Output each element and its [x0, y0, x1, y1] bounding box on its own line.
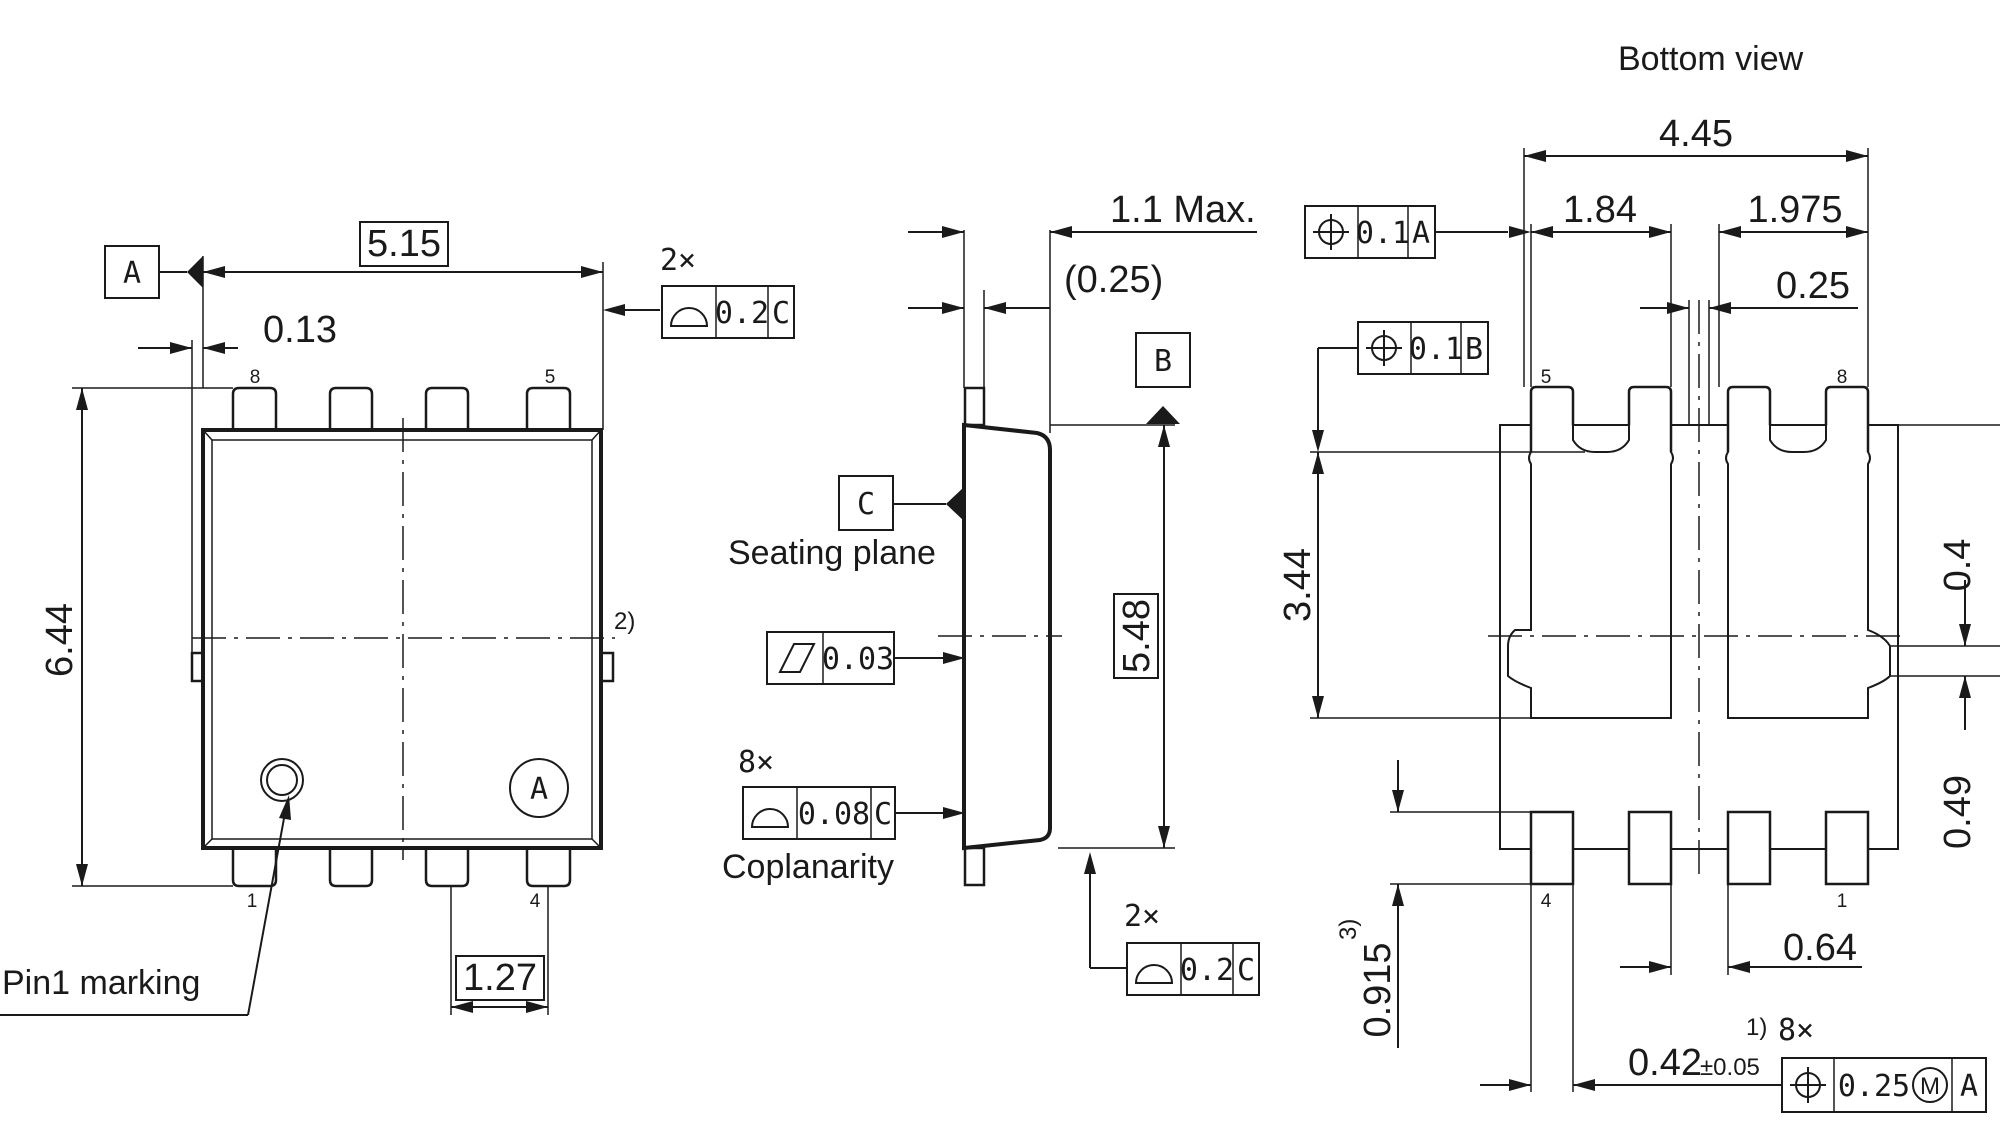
exposed-pad-left — [1507, 425, 1674, 719]
bv-lead-8 — [1824, 385, 1870, 452]
dim-1-27-box — [455, 955, 545, 1001]
dim-0-42: 0.42 — [1628, 1042, 1702, 1084]
bv-lead-4 — [1529, 810, 1575, 886]
bv-pin-number-4: 4 — [1541, 891, 1552, 912]
dim-0-49: 0.49 — [1937, 775, 1979, 849]
package-body-inner — [211, 439, 593, 840]
datum-ref-a-lead: A — [1960, 1069, 1978, 1104]
dim-1-27: 1.27 — [463, 957, 537, 999]
flatness-icon — [778, 643, 816, 673]
pin1-mark-inner — [266, 764, 298, 796]
bottom-view-title: Bottom view — [1618, 40, 1804, 78]
pin1-mark-outer — [260, 758, 304, 802]
bv-lead-6 — [1627, 385, 1673, 452]
dim-0-915: 0.915 — [1357, 942, 1399, 1037]
body-marking-letter: A — [530, 772, 548, 807]
side-lead-top — [963, 386, 986, 427]
dim-6-44: 6.44 — [39, 603, 81, 677]
bv-lead-3 — [1627, 810, 1673, 886]
tol-flatness-0-03: 0.03 — [822, 642, 894, 677]
dim-1-1-max: 1.1 Max. — [1110, 189, 1256, 231]
datum-b-label: B — [1154, 344, 1172, 379]
note-1: 1) — [1746, 1014, 1767, 1041]
tol-position-0-1-a: 0.1 — [1356, 216, 1410, 251]
datum-c-box — [838, 475, 894, 531]
tol-frame-flatness — [766, 631, 895, 685]
body-marking-circle — [509, 758, 569, 818]
dim-5-48: 5.48 — [1116, 599, 1158, 673]
dim-0-25-gap: 0.25 — [1776, 265, 1850, 307]
note-3: 3) — [1335, 919, 1362, 940]
tol-position-0-1-b: 0.1 — [1409, 332, 1463, 367]
count-8x-lead: 8× — [1778, 1013, 1814, 1048]
dim-1-975: 1.975 — [1747, 189, 1842, 231]
top-lead-1 — [231, 845, 278, 888]
dim-0-13: 0.13 — [263, 309, 337, 351]
bv-lead-5 — [1529, 385, 1575, 452]
count-2x-top: 2× — [660, 243, 696, 278]
bottom-view: Bottom view 5 8 4 1 4.45 — [1277, 40, 2000, 1113]
side-view: 1.1 Max. (0.25) B 5.48 C Seating plane 0… — [722, 189, 1260, 996]
profile-surface-icon-coplan — [750, 808, 790, 828]
side-lead-bottom — [963, 846, 986, 887]
pin-number-8: 8 — [250, 367, 261, 388]
tol-frame-profile-top — [661, 285, 795, 339]
seating-plane-label: Seating plane — [728, 534, 936, 572]
dim-1-84: 1.84 — [1563, 189, 1637, 231]
dim-0-64: 0.64 — [1783, 927, 1857, 969]
dim-0-42-tolerance: ±0.05 — [1700, 1054, 1760, 1081]
tol-frame-profile-bottom — [1126, 942, 1260, 996]
exposed-pad-right — [1725, 425, 1891, 719]
top-lead-2 — [328, 845, 374, 888]
tol-profile-0-2-bottom: 0.2 — [1180, 953, 1234, 988]
dim-0-25-ref: (0.25) — [1064, 259, 1163, 301]
top-lead-3 — [424, 845, 470, 888]
count-2x-bottom: 2× — [1124, 899, 1160, 934]
top-lead-6 — [424, 386, 470, 430]
tol-frame-coplanarity — [742, 786, 896, 840]
top-view: A 8 5 1 4 A 5.15 0.13 6.44 — [0, 221, 795, 1016]
bv-lead-2 — [1726, 810, 1772, 886]
bv-pin-number-5: 5 — [1541, 367, 1552, 388]
count-8x-coplanarity: 8× — [738, 745, 774, 780]
top-lead-4 — [525, 845, 572, 888]
dim-5-15-box — [359, 221, 449, 267]
bv-pin-number-1: 1 — [1837, 891, 1848, 912]
dim-5-48-box — [1113, 593, 1159, 679]
tol-profile-0-08: 0.08 — [798, 797, 870, 832]
dim-3-44: 3.44 — [1277, 548, 1319, 622]
dim-4-45: 4.45 — [1659, 113, 1733, 155]
mmc-circle — [1912, 1067, 1948, 1103]
dim-0-4: 0.4 — [1937, 539, 1979, 592]
profile-surface-icon-top — [669, 307, 709, 327]
datum-b-box — [1135, 332, 1191, 388]
note-2: 2) — [614, 608, 635, 635]
top-lead-5 — [525, 386, 572, 430]
coplanarity-label: Coplanarity — [722, 848, 894, 886]
profile-surface-icon-bottom — [1134, 964, 1174, 984]
top-lead-8 — [231, 386, 278, 430]
datum-a-label: A — [123, 256, 141, 291]
bv-lead-1 — [1824, 810, 1870, 886]
datum-ref-c-top: C — [772, 296, 790, 331]
package-body — [201, 428, 603, 850]
pin-number-5: 5 — [545, 367, 556, 388]
datum-ref-b-pos: B — [1465, 332, 1483, 367]
datum-ref-c-coplan: C — [874, 797, 892, 832]
bv-pin-number-8: 8 — [1837, 367, 1848, 388]
datum-ref-a-pos: A — [1412, 216, 1430, 251]
top-lead-7 — [328, 386, 374, 430]
pin-number-4: 4 — [530, 891, 541, 912]
tol-profile-0-2-top: 0.2 — [715, 296, 769, 331]
datum-c-label: C — [857, 487, 875, 522]
datum-ref-c-bottom: C — [1237, 953, 1255, 988]
mmc-modifier: M — [1920, 1073, 1940, 1100]
pin1-marking-label: Pin1 marking — [2, 964, 200, 1002]
pin-number-1: 1 — [247, 891, 258, 912]
dim-5-15: 5.15 — [367, 223, 441, 265]
tol-position-0-25: 0.25 — [1838, 1069, 1910, 1104]
bv-lead-7 — [1726, 385, 1772, 452]
